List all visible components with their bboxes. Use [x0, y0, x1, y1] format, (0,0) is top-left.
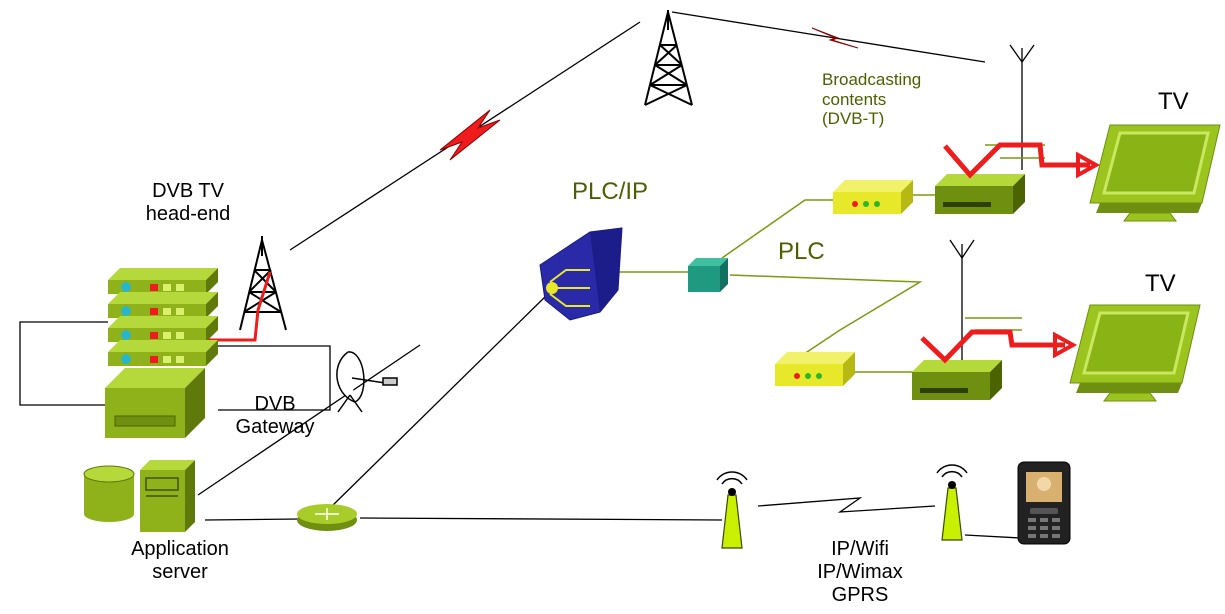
appserver-label: Application server [110, 538, 250, 584]
headend-label-line2: head-end [145, 203, 231, 225]
broadcast-label-line2: contents [822, 89, 887, 109]
plc-modem-icon [833, 180, 913, 214]
wifi-access-point-icon [936, 464, 968, 541]
headend-feed-line [208, 271, 272, 342]
database-icon [83, 465, 135, 522]
lightning-bolt-icon [811, 27, 859, 49]
mobile-phone-icon [1017, 461, 1071, 545]
gateway-router-link [197, 344, 421, 496]
antenna-feed-lines [965, 144, 1045, 331]
headend-tower-icon [239, 236, 287, 331]
plc-lines [618, 194, 940, 373]
antenna-icon [1009, 44, 1035, 170]
dvb-gateway-icon [105, 368, 205, 438]
appserver-label-line2: server [152, 561, 208, 583]
wireless-label-line1: IP/Wifi [831, 538, 889, 560]
arrowhead-icon [1053, 331, 1078, 359]
gateway-label-line1: DVB [254, 393, 296, 415]
tv-icon [1089, 124, 1221, 222]
signal-arrow-icon [943, 142, 1090, 179]
broadcast-label: Broadcasting contents (DVB-T) [822, 70, 921, 129]
tv-top-label: TV [1158, 88, 1189, 115]
lightning-bolt-icon [439, 109, 501, 161]
plcip-label: PLC/IP [572, 178, 649, 205]
application-server-icon [140, 460, 195, 532]
appserver-label-line1: Application [131, 538, 229, 560]
wireless-zigzag [757, 497, 936, 513]
wifi-access-point-icon [716, 471, 748, 549]
wireless-label: IP/Wifi IP/Wimax GPRS [800, 538, 920, 607]
headend-gateway-link [19, 321, 108, 406]
gateway-label-line2: Gateway [235, 416, 315, 438]
plc-gateway-icon [539, 227, 623, 321]
set-top-box-icon [935, 174, 1025, 214]
set-top-box-icon [912, 360, 1002, 400]
plc-label: PLC [778, 238, 825, 265]
wireless-label-line3: GPRS [831, 584, 889, 606]
headend-dish-link [210, 345, 331, 411]
satellite-dish-icon [336, 351, 398, 413]
server-router-link [204, 518, 301, 521]
broadcast-label-line3: (DVB-T) [822, 109, 885, 129]
tv-bottom-label: TV [1145, 270, 1176, 297]
broadcast-tower-icon [644, 10, 693, 106]
coupler-to-modem1-line [721, 199, 840, 259]
tower-to-antenna-line [671, 11, 986, 63]
router-wifi-link [359, 517, 723, 521]
tv-icon [1069, 304, 1201, 402]
plc-coupler-icon [688, 258, 728, 292]
headend-label: DVB TV head-end [128, 180, 248, 226]
signal-arrow-icon [920, 329, 1065, 364]
plc-modem-icon [775, 352, 855, 386]
broadcast-label-line1: Broadcasting [822, 70, 922, 89]
arrowhead-icon [1076, 151, 1101, 179]
router-plc-link [329, 291, 551, 509]
headend-label-line1: DVB TV [152, 180, 224, 202]
coupler-to-modem2-line [729, 274, 923, 361]
ap-phone-link [964, 534, 1021, 539]
wireless-label-line2: IP/Wimax [817, 561, 903, 583]
router-icon [297, 504, 357, 531]
gateway-label: DVB Gateway [230, 393, 320, 439]
headend-rack-icon [108, 268, 218, 366]
